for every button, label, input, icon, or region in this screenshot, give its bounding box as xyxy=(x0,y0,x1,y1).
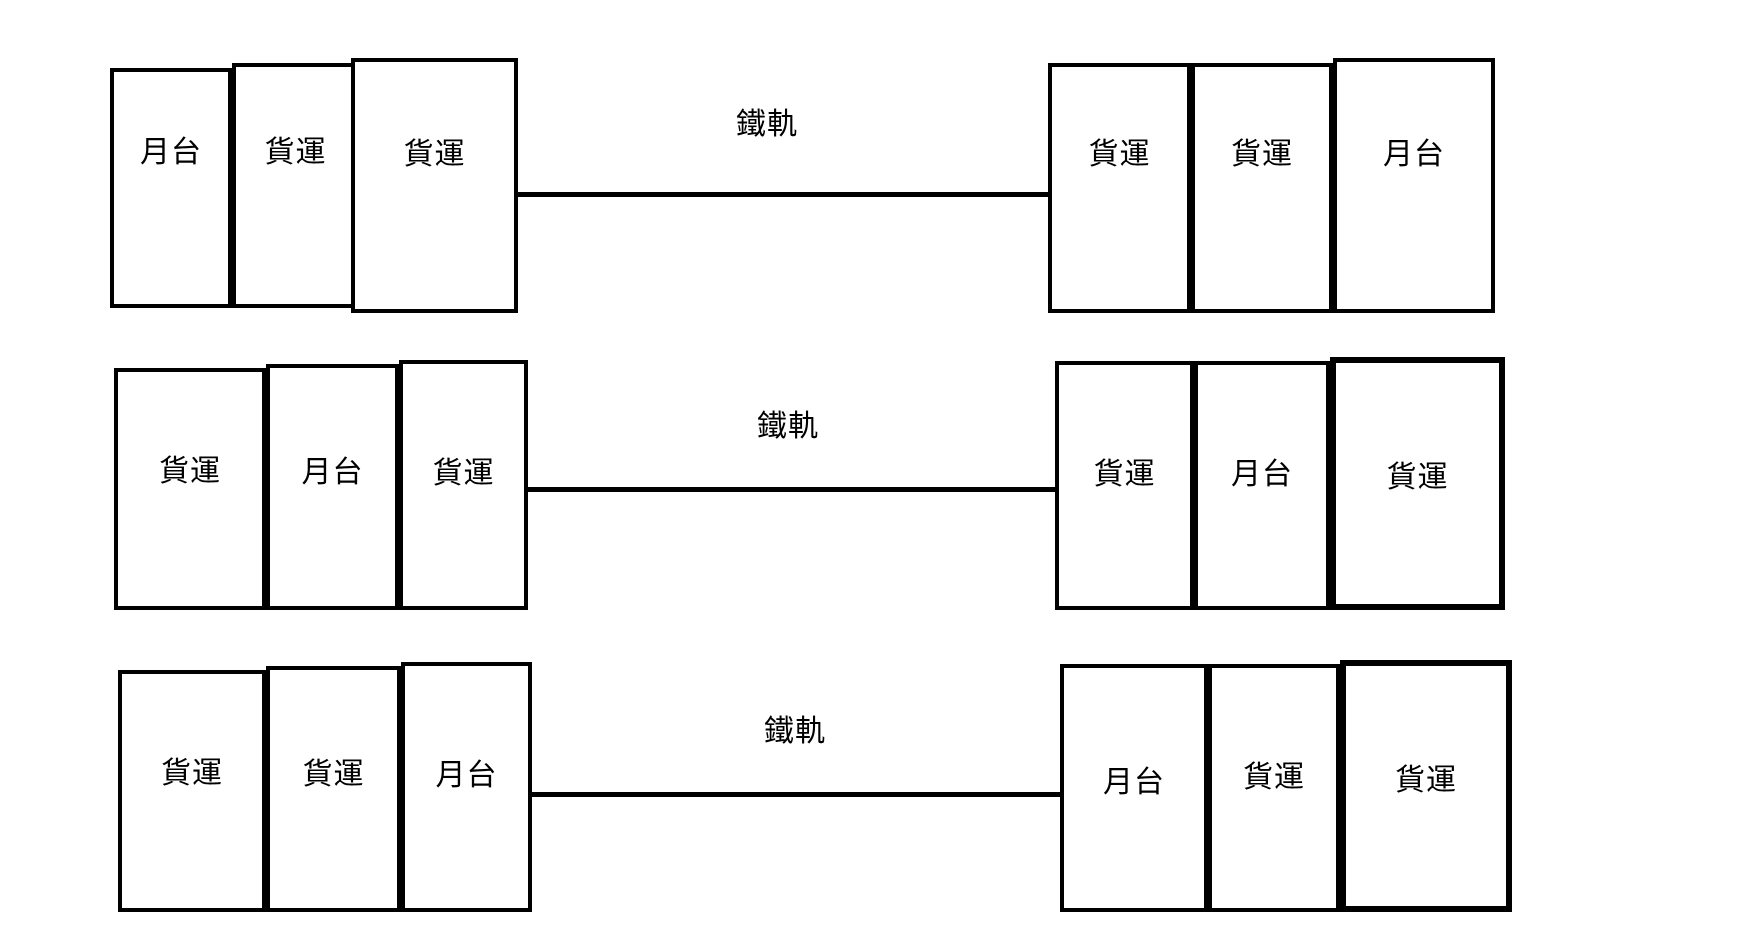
row-1-left-car-3[interactable]: 貨運 xyxy=(351,58,518,313)
row-2-right-car-1[interactable]: 貨運 xyxy=(1055,361,1194,610)
row-3-right-car-3[interactable]: 貨運 xyxy=(1340,660,1512,912)
row-3-rail-label: 鐵軌 xyxy=(764,714,826,749)
row-1-left-car-1[interactable]: 月台 xyxy=(110,68,232,308)
row-3-right-car-1[interactable]: 月台 xyxy=(1060,664,1208,912)
row-3-rail-line xyxy=(532,792,1062,797)
row-2-rail-label: 鐵軌 xyxy=(757,409,819,444)
car-label: 貨運 xyxy=(403,137,466,172)
row-1-left-car-2[interactable]: 貨運 xyxy=(232,63,359,308)
car-label: 貨運 xyxy=(1088,137,1151,172)
car-label: 月台 xyxy=(1231,457,1293,492)
row-3-left-car-2[interactable]: 貨運 xyxy=(266,666,401,912)
row-1-rail-line xyxy=(518,192,1050,197)
row-2-left-car-1[interactable]: 貨運 xyxy=(114,368,266,610)
row-2-rail-line xyxy=(528,487,1058,492)
car-label: 貨運 xyxy=(159,454,221,489)
row-2-right-car-2[interactable]: 月台 xyxy=(1194,361,1330,610)
car-label: 月台 xyxy=(140,135,202,170)
car-label: 貨運 xyxy=(1093,457,1156,492)
row-2-left-car-2[interactable]: 月台 xyxy=(266,364,399,610)
row-2-right-car-3[interactable]: 貨運 xyxy=(1330,357,1505,610)
row-1-right-car-1[interactable]: 貨運 xyxy=(1048,63,1191,313)
car-label: 月台 xyxy=(301,455,364,490)
car-label: 貨運 xyxy=(1386,460,1449,495)
car-label: 月台 xyxy=(435,758,498,793)
car-label: 貨運 xyxy=(264,135,327,170)
car-label: 貨運 xyxy=(1395,763,1457,798)
row-3-left-car-3[interactable]: 月台 xyxy=(401,662,532,912)
row-2-left-car-3[interactable]: 貨運 xyxy=(399,360,528,610)
row-1-rail-label: 鐵軌 xyxy=(736,107,798,142)
row-3-left-car-1[interactable]: 貨運 xyxy=(118,670,266,912)
car-label: 月台 xyxy=(1103,765,1165,800)
train-row-1: 月台 貨運 貨運 鐵軌 貨運 貨運 月台 xyxy=(0,0,1764,330)
car-label: 貨運 xyxy=(1231,137,1293,172)
car-label: 貨運 xyxy=(302,757,365,792)
row-3-right-car-2[interactable]: 貨運 xyxy=(1208,664,1340,912)
train-row-2: 貨運 月台 貨運 鐵軌 貨運 月台 貨運 xyxy=(0,0,1764,610)
row-1-right-car-3[interactable]: 月台 xyxy=(1333,58,1495,313)
car-label: 貨運 xyxy=(1243,760,1305,795)
row-1-right-car-2[interactable]: 貨運 xyxy=(1191,63,1333,313)
car-label: 貨運 xyxy=(432,456,495,491)
car-label: 月台 xyxy=(1383,137,1445,172)
car-label: 貨運 xyxy=(161,756,223,791)
